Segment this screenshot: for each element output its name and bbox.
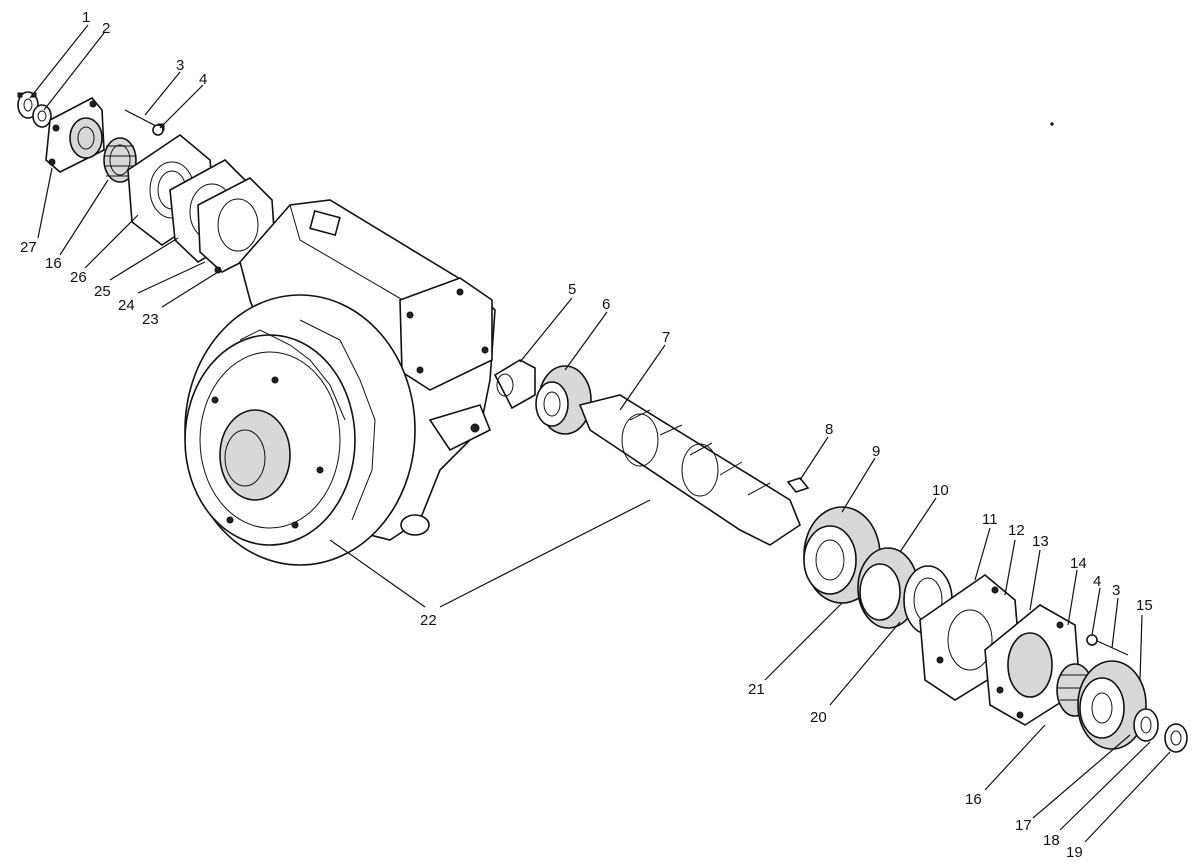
label-21: 21 bbox=[748, 681, 765, 698]
input-shaft-end bbox=[493, 359, 536, 410]
label-14: 14 bbox=[1070, 555, 1087, 572]
label-15: 15 bbox=[1136, 597, 1153, 614]
label-4-right: 4 bbox=[1093, 573, 1101, 590]
label-18: 18 bbox=[1043, 832, 1060, 849]
label-6: 6 bbox=[602, 296, 610, 313]
shaft-bearing-left bbox=[535, 365, 592, 435]
key bbox=[786, 477, 810, 493]
label-22: 22 bbox=[420, 612, 437, 629]
right-end-drum bbox=[1077, 660, 1147, 750]
label-1: 1 bbox=[82, 9, 90, 26]
label-26: 26 bbox=[70, 269, 87, 286]
pinion-shaft bbox=[578, 394, 801, 546]
label-5: 5 bbox=[568, 281, 576, 298]
label-16-left: 16 bbox=[45, 255, 62, 272]
leader-lines bbox=[29, 24, 1171, 843]
label-23: 23 bbox=[142, 311, 159, 328]
label-10: 10 bbox=[932, 482, 949, 499]
label-24: 24 bbox=[118, 297, 135, 314]
label-25: 25 bbox=[94, 283, 111, 300]
label-13: 13 bbox=[1032, 533, 1049, 550]
right-end-cap bbox=[1164, 723, 1188, 753]
right-washer bbox=[1133, 708, 1159, 742]
callout-labels: 1 2 3 4 27 16 26 25 24 23 5 6 7 8 9 10 2… bbox=[20, 9, 1153, 861]
right-spacer bbox=[857, 547, 919, 629]
label-3-left: 3 bbox=[176, 57, 184, 74]
ring-gear-assembly bbox=[184, 294, 416, 566]
label-17: 17 bbox=[1015, 817, 1032, 834]
label-2: 2 bbox=[102, 20, 110, 37]
right-flange-plate bbox=[984, 604, 1081, 726]
label-16-right: 16 bbox=[965, 791, 982, 808]
label-3-right: 3 bbox=[1112, 582, 1120, 599]
label-8: 8 bbox=[825, 421, 833, 438]
label-27: 27 bbox=[20, 239, 37, 256]
right-bolt bbox=[1086, 634, 1129, 656]
label-20: 20 bbox=[810, 709, 827, 726]
left-flange bbox=[45, 96, 105, 173]
label-12: 12 bbox=[1008, 522, 1025, 539]
label-7: 7 bbox=[662, 329, 670, 346]
left-washer bbox=[32, 104, 52, 128]
label-19: 19 bbox=[1066, 844, 1083, 861]
left-bolt bbox=[124, 109, 165, 136]
label-4-left: 4 bbox=[199, 71, 207, 88]
label-9: 9 bbox=[872, 443, 880, 460]
label-11: 11 bbox=[982, 511, 998, 528]
